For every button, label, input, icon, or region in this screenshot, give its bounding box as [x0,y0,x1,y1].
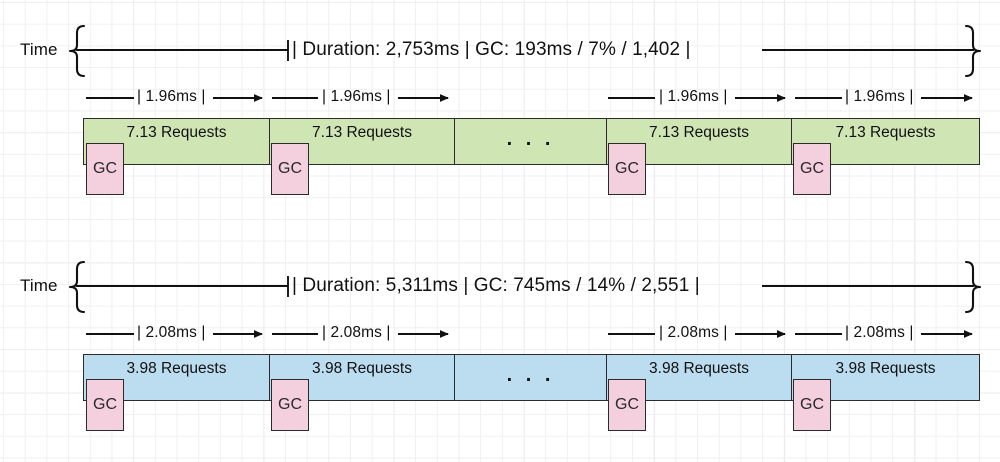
row-green-segment-5-label: 7.13 Requests [835,124,936,141]
row-blue-gc-box-2[interactable]: GC [271,379,309,431]
row-blue-gc-box-2-label: GC [278,396,302,413]
row-green-gc-box-2-label: GC [278,160,302,177]
row-blue-segment-2-label: 3.98 Requests [312,360,412,377]
row-blue-segment-ellipsis[interactable]: . . . [454,354,607,401]
row-blue-gc-box-3[interactable]: GC [608,379,646,431]
row-green-step-label-1: | 1.96ms | [137,88,206,105]
row-green-gc-box-2[interactable]: GC [271,143,309,195]
row-green-gc-box-4-label: GC [800,160,824,177]
row-green-step-label-3: | 1.96ms | [659,88,728,105]
row-green-duration-label: | Duration: 2,753ms | GC: 193ms / 7% / 1… [292,39,691,60]
row-green-segment-ellipsis-label: . . . [506,128,555,150]
row-blue-duration-label: | Duration: 5,311ms | GC: 745ms / 14% / … [292,275,700,296]
row-blue-segment-5-label: 3.98 Requests [835,360,936,377]
row-green-gc-box-1-label: GC [93,160,117,177]
row-blue-gc-box-3-label: GC [615,396,639,413]
row-green-segment-ellipsis[interactable]: . . . [454,118,607,165]
row-blue-gc-box-1-label: GC [93,396,117,413]
row-green-segment-4-label: 7.13 Requests [649,124,749,141]
row-blue-step-label-4: | 2.08ms | [845,324,914,341]
row-blue-step-label-2: | 2.08ms | [322,324,391,341]
row-blue-step-label-1: | 2.08ms | [137,324,206,341]
row-blue-gc-box-1[interactable]: GC [86,379,124,431]
row-green-segment-2-label: 7.13 Requests [312,124,412,141]
row-green-step-label-4: | 1.96ms | [845,88,914,105]
row-green-time-label: Time [20,40,58,59]
row-blue-segment-4-label: 3.98 Requests [649,360,749,377]
row-blue-step-label-3: | 2.08ms | [659,324,728,341]
row-blue-segment-ellipsis-label: . . . [506,364,555,386]
row-green-step-label-2: | 1.96ms | [322,88,391,105]
row-green-gc-box-3-label: GC [615,160,639,177]
row-blue-segment-1-label: 3.98 Requests [126,360,227,377]
row-green-gc-box-1[interactable]: GC [86,143,124,195]
row-green-gc-box-4[interactable]: GC [793,143,831,195]
row-blue-time-label: Time [20,276,58,295]
row-green-gc-box-3[interactable]: GC [608,143,646,195]
row-green-segment-1-label: 7.13 Requests [126,124,227,141]
row-blue-gc-box-4[interactable]: GC [793,379,831,431]
row-blue-gc-box-4-label: GC [800,396,824,413]
